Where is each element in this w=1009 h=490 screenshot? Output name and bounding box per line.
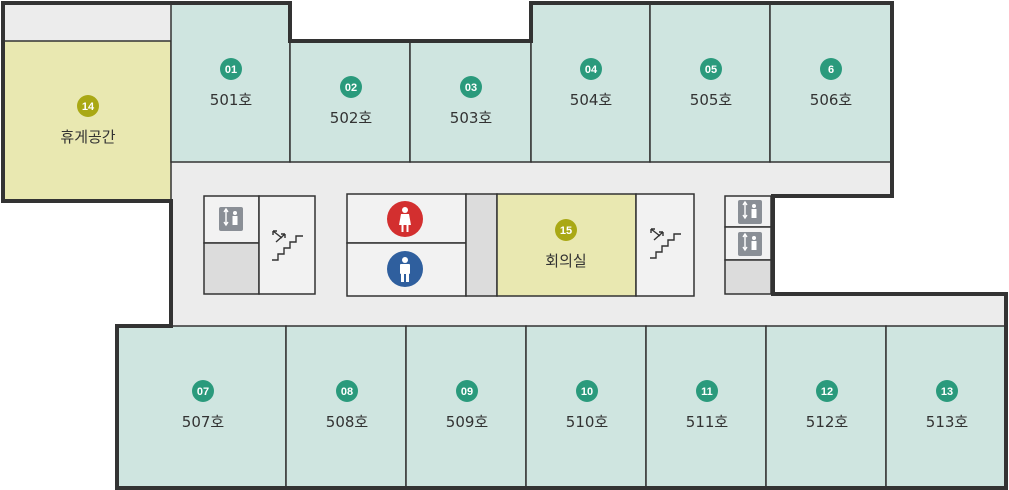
room-label: 504호 [570,91,613,109]
room-marker: 6 506호 [810,58,853,109]
room-label: 509호 [446,413,489,431]
room-badge-number: 10 [581,386,593,398]
elevator-icon [219,207,243,231]
room-512[interactable] [765,325,887,489]
room-badge-number: 13 [941,386,953,398]
room-marker: 01 501호 [210,58,253,109]
room-marker: 12 512호 [806,380,849,431]
room-510[interactable] [525,325,647,489]
room-503[interactable] [409,40,532,163]
utility-room [465,193,498,297]
room-511[interactable] [645,325,767,489]
room-501[interactable] [170,2,291,163]
room-badge-number: 11 [701,386,713,398]
room-badge [192,380,214,402]
room-502[interactable] [289,40,411,163]
meeting-room[interactable] [496,193,637,297]
room-badge-number: 05 [705,64,717,76]
room-marker: 10 510호 [566,380,609,431]
meeting-badge-number: 15 [560,225,572,237]
room-badge-number: 07 [197,386,209,398]
meeting-marker: 15 회의실 [545,219,587,270]
lounge-marker: 14 휴게공간 [60,95,116,146]
stairs-icon [650,228,681,259]
meeting-badge [555,219,577,241]
female-restroom-icon [387,201,423,237]
room-badge-number: 6 [828,64,834,76]
room-badge [456,380,478,402]
room-badge [816,380,838,402]
room-marker: 02 502호 [330,76,373,127]
stairwell-right [635,193,695,297]
room-badge [820,58,842,80]
room-badge-number: 09 [461,386,473,398]
lounge-room[interactable] [2,40,172,202]
room-badge-number: 01 [225,64,237,76]
room-label: 512호 [806,413,849,431]
room-marker: 04 504호 [570,58,613,109]
room-label: 510호 [566,413,609,431]
room-label: 502호 [330,109,373,127]
room-506[interactable] [769,2,893,163]
room-badge-number: 12 [821,386,833,398]
room-label: 507호 [182,413,225,431]
core-storage-left [203,242,260,295]
room-badge-number: 08 [341,386,353,398]
room-509[interactable] [405,325,527,489]
room-marker: 05 505호 [690,58,733,109]
room-label: 505호 [690,91,733,109]
room-marker: 03 503호 [450,76,493,127]
lounge-badge [77,95,99,117]
room-513[interactable] [885,325,1007,489]
lounge-label: 휴게공간 [60,128,115,146]
stairwell-left [258,195,316,295]
room-badge [576,380,598,402]
room-marker: 07 507호 [182,380,225,431]
room-marker: 13 513호 [926,380,969,431]
room-marker: 08 508호 [326,380,369,431]
room-badge [580,58,602,80]
room-label: 503호 [450,109,493,127]
room-badge [936,380,958,402]
elevator-icon [738,232,762,256]
room-label: 508호 [326,413,369,431]
corridor [771,294,1007,326]
room-508[interactable] [285,325,407,489]
room-505[interactable] [649,2,771,163]
room-badge-number: 03 [465,82,477,94]
room-badge [460,76,482,98]
corridor [171,162,892,196]
room-label: 511호 [686,413,729,431]
male-restroom-icon [387,251,423,287]
meeting-label: 회의실 [545,252,586,270]
room-label: 506호 [810,91,853,109]
stairs-icon [272,230,303,261]
room-badge [220,58,242,80]
room-label: 513호 [926,413,969,431]
room-label: 501호 [210,91,253,109]
room-badge [336,380,358,402]
room-507[interactable] [116,325,287,489]
room-504[interactable] [530,2,651,163]
room-badge [696,380,718,402]
room-marker: 11 511호 [686,380,729,431]
room-badge [700,58,722,80]
room-badge-number: 02 [345,82,357,94]
room-badge [340,76,362,98]
elevator-icon [738,200,762,224]
room-marker: 09 509호 [446,380,489,431]
core-storage-right [724,259,772,295]
room-badge-number: 04 [585,64,598,76]
lounge-badge-number: 14 [82,101,95,113]
corridor [3,3,173,41]
